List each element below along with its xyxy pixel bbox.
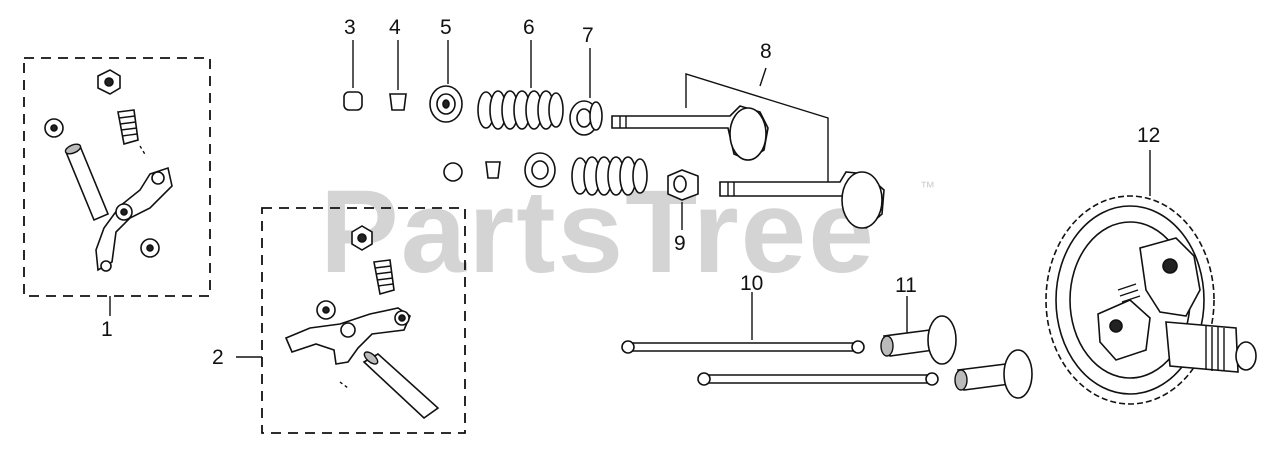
callout-8: 8 [760, 40, 772, 63]
rocker-arm-assembly-1[interactable]: 1 [23, 57, 211, 341]
assembly-box-2 [261, 207, 466, 434]
tappet-11[interactable]: 11 [880, 274, 1033, 399]
callout-5: 5 [440, 16, 452, 39]
spring-retainer-5[interactable]: 5 [429, 16, 556, 188]
valve-spring-6[interactable]: 6 [477, 16, 648, 196]
valve-collet-4[interactable]: 4 [389, 16, 501, 179]
callout-7: 7 [582, 24, 594, 47]
callout-10: 10 [740, 272, 763, 295]
valve-cap-3[interactable]: 3 [343, 16, 463, 182]
callout-11: 11 [895, 274, 917, 297]
assembly-box-1 [23, 57, 211, 297]
callout-4: 4 [389, 16, 401, 39]
callout-3: 3 [344, 16, 356, 39]
camshaft-12[interactable]: 12 [1045, 124, 1257, 405]
callout-12: 12 [1137, 124, 1160, 147]
valve-seal-7[interactable]: 7 [569, 24, 603, 136]
watermark-trademark: ™ [920, 179, 935, 196]
push-rod-10[interactable]: 10 [621, 272, 939, 386]
callout-1: 1 [101, 318, 113, 341]
callout-2: 2 [212, 346, 224, 369]
valve-seal-9[interactable]: 9 [667, 169, 699, 255]
rocker-arm-assembly-2[interactable]: 2 [212, 207, 466, 434]
callout-9: 9 [674, 232, 686, 255]
callout-6: 6 [523, 16, 535, 39]
valve-8[interactable]: 8 [611, 40, 885, 229]
